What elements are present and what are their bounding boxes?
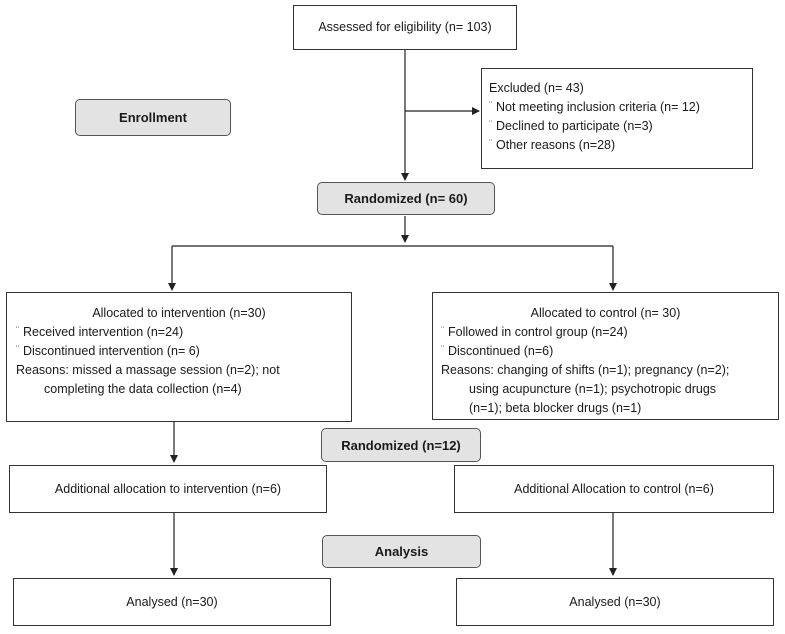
control-followed-text: Followed in control group (n=24) [448,325,628,339]
intervention-discontinued-text: Discontinued intervention (n= 6) [23,344,200,358]
intervention-discontinued: ¨ Discontinued intervention (n= 6) [16,342,351,361]
excluded-item-text: Other reasons (n=28) [496,138,616,152]
randomized-12-label: Randomized (n=12) [321,428,481,462]
additional-intervention-text: Additional allocation to intervention (n… [54,481,282,496]
control-title: Allocated to control (n= 30) [530,306,681,320]
analysed-right-box: Analysed (n=30) [456,578,774,626]
randomized-60-label: Randomized (n= 60) [317,182,495,215]
intervention-received: ¨ Received intervention (n=24) [16,323,351,342]
additional-control-box: Additional Allocation to control (n=6) [454,465,774,513]
randomized-12-text: Randomized (n=12) [341,437,461,453]
enrollment-label: Enrollment [75,99,231,136]
bullet-icon: ¨ [16,325,19,335]
analysed-left-box: Analysed (n=30) [13,578,331,626]
bullet-icon: ¨ [489,100,492,110]
control-followed: ¨ Followed in control group (n=24) [441,323,778,342]
control-discontinued: ¨ Discontinued (n=6) [441,342,778,361]
excluded-item: ¨ Not meeting inclusion criteria (n= 12) [489,98,752,117]
bullet-icon: ¨ [489,119,492,129]
bullet-icon: ¨ [441,344,444,354]
analysed-left-text: Analysed (n=30) [126,594,218,609]
intervention-reasons-line-2: completing the data collection (n=4) [44,382,242,396]
excluded-item-text: Declined to participate (n=3) [496,119,653,133]
enrollment-text: Enrollment [119,110,187,125]
excluded-title: Excluded (n= 43) [489,81,584,95]
intervention-title: Allocated to intervention (n=30) [92,306,266,320]
intervention-box: Allocated to intervention (n=30) ¨ Receiv… [6,292,352,422]
control-box: Allocated to control (n= 30) ¨ Followed i… [432,292,779,420]
control-discontinued-text: Discontinued (n=6) [448,344,554,358]
excluded-item: ¨ Declined to participate (n=3) [489,117,752,136]
excluded-item-text: Not meeting inclusion criteria (n= 12) [496,100,700,114]
analysis-text: Analysis [374,544,429,559]
intervention-reasons-line-1: Reasons: missed a massage session (n=2);… [16,363,280,377]
bullet-icon: ¨ [489,138,492,148]
additional-intervention-box: Additional allocation to intervention (n… [9,465,327,513]
excluded-item: ¨ Other reasons (n=28) [489,136,752,155]
assessed-text: Assessed for eligibility (n= 103) [318,20,492,34]
randomized-60-text: Randomized (n= 60) [344,191,468,206]
excluded-box: Excluded (n= 43) ¨ Not meeting inclusion … [481,68,753,169]
assessed-box: Assessed for eligibility (n= 103) [293,5,517,50]
control-reasons-line-3: (n=1); beta blocker drugs (n=1) [469,401,642,415]
additional-control-text: Additional Allocation to control (n=6) [514,481,714,496]
analysed-right-text: Analysed (n=30) [569,594,661,609]
bullet-icon: ¨ [441,325,444,335]
bullet-icon: ¨ [16,344,19,354]
control-reasons-line-1: Reasons: changing of shifts (n=1); pregn… [441,363,730,377]
intervention-received-text: Received intervention (n=24) [23,325,184,339]
analysis-label: Analysis [322,535,481,568]
control-reasons-line-2: using acupuncture (n=1); psychotropic dr… [469,382,717,396]
